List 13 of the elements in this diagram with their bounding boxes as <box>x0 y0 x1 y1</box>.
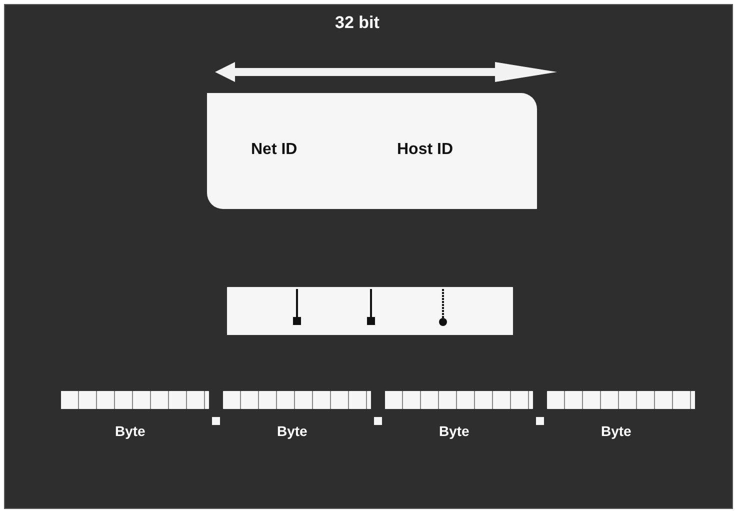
address-box <box>207 93 537 209</box>
byte-label: Byte <box>277 423 308 439</box>
byte-bar <box>385 391 533 409</box>
byte-bar <box>223 391 371 409</box>
dimension-label: 32 bit <box>335 13 380 33</box>
bit-bar <box>227 287 513 335</box>
byte-bar <box>61 391 209 409</box>
byte-label: Byte <box>601 423 632 439</box>
field-label: Host ID <box>397 141 453 159</box>
byte-label: Byte <box>439 423 470 439</box>
byte-bar <box>547 391 695 409</box>
byte-label: Byte <box>115 423 146 439</box>
field-label: Net ID <box>251 141 298 159</box>
